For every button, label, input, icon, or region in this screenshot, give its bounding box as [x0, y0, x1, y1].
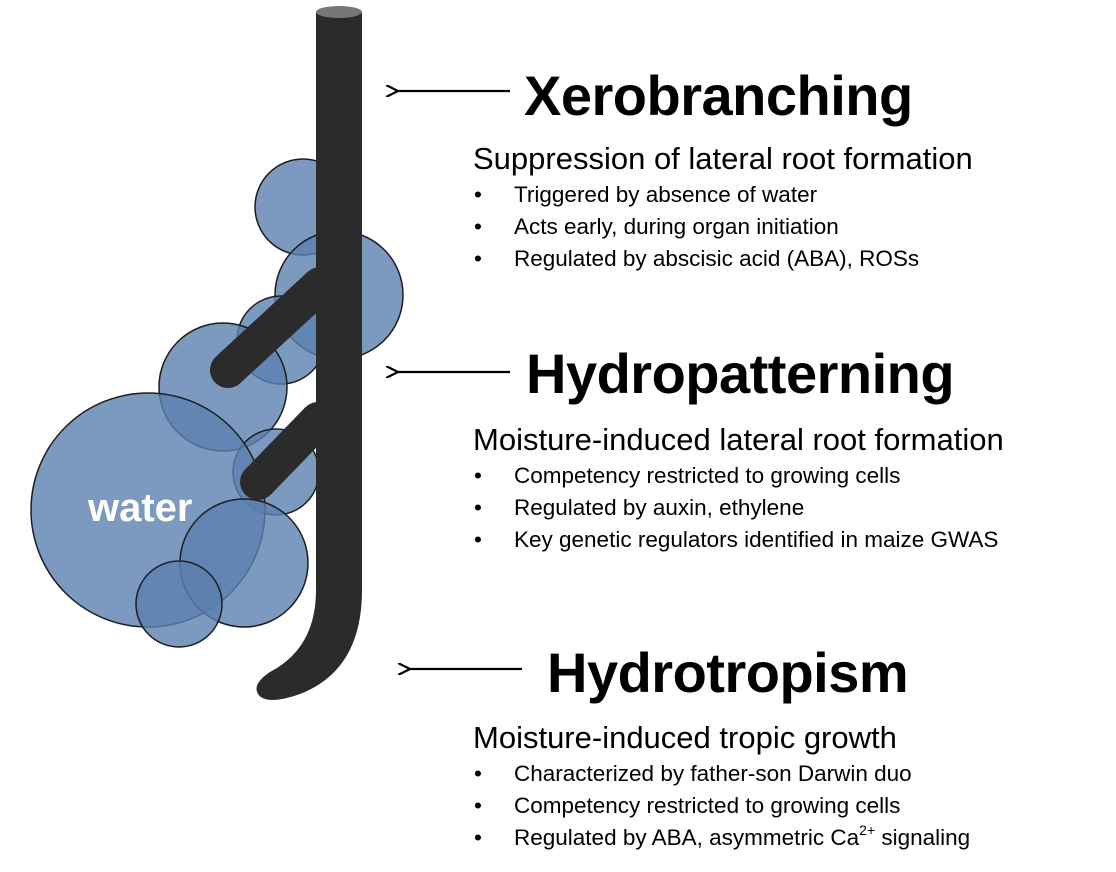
water-label: water: [88, 486, 193, 530]
bullet-text: Regulated by ABA, asymmetric Ca: [514, 825, 860, 850]
bullet-list: •Competency restricted to growing cells …: [474, 460, 998, 556]
calcium-charge-superscript: 2+: [859, 821, 876, 838]
lateral-root-lower: [240, 402, 336, 500]
root: [210, 6, 362, 700]
bullet-text: Regulated by auxin, ethylene: [514, 495, 805, 520]
bullet-dot: •: [474, 825, 482, 850]
primary-root: [256, 12, 362, 700]
list-item: • Regulated by abscisic acid (ABA), ROSs: [474, 243, 919, 275]
section-subtitle: Moisture-induced lateral root formation: [473, 422, 1004, 457]
bullet-list: • Triggered by absence of water • Acts ear…: [474, 179, 919, 275]
list-item: • Competency restricted to growing cells: [474, 790, 970, 822]
list-item: • Regulated by ABA, asymmetric Ca2+ signa…: [474, 822, 970, 854]
section-title: Hydropatterning: [526, 342, 955, 405]
bullet-dot: •: [474, 463, 482, 488]
section-subtitle: Suppression of lateral root formation: [473, 141, 973, 176]
bullet-dot: •: [474, 527, 482, 552]
list-item: • Characterized by father-son Darwin duo: [474, 758, 970, 790]
bullet-text: Competency restricted to growing cells: [514, 793, 901, 818]
root-top-cap: [316, 6, 362, 18]
section-title: Xerobranching: [524, 64, 913, 127]
bullet-dot: •: [474, 793, 482, 818]
list-item: • Regulated by auxin, ethylene: [474, 492, 998, 524]
list-item: • Competency restricted to growing cells: [474, 460, 998, 492]
lateral-root-upper: [210, 267, 338, 388]
bullet-text: Competency restricted to growing cells: [514, 463, 901, 488]
bullet-list: •Characterized by father-son Darwin duo …: [474, 758, 970, 854]
list-item: • Acts early, during organ initiation: [474, 211, 919, 243]
bullet-text: Triggered by absence of water: [514, 182, 818, 207]
water-droplets: [30, 158, 404, 648]
bullet-text: Regulated by abscisic acid (ABA), ROSs: [514, 246, 920, 271]
bullet-dot: •: [474, 495, 482, 520]
bullet-dot: •: [474, 182, 482, 207]
list-item: • Triggered by absence of water: [474, 179, 919, 211]
section-subtitle: Moisture-induced tropic growth: [473, 720, 897, 755]
bullet-dot: •: [474, 214, 482, 239]
section-title: Hydrotropism: [547, 641, 909, 704]
bullet-text: Key genetic regulators identified in mai…: [514, 527, 999, 552]
water-droplet: [135, 560, 223, 648]
bullet-text-suffix: signaling: [875, 825, 971, 850]
list-item: • Key genetic regulators identified in ma…: [474, 524, 998, 556]
bullet-dot: •: [474, 761, 482, 786]
bullet-text: Acts early, during organ initiation: [514, 214, 839, 239]
bullet-dot: •: [474, 246, 482, 271]
bullet-text: Characterized by father-son Darwin duo: [514, 761, 912, 786]
